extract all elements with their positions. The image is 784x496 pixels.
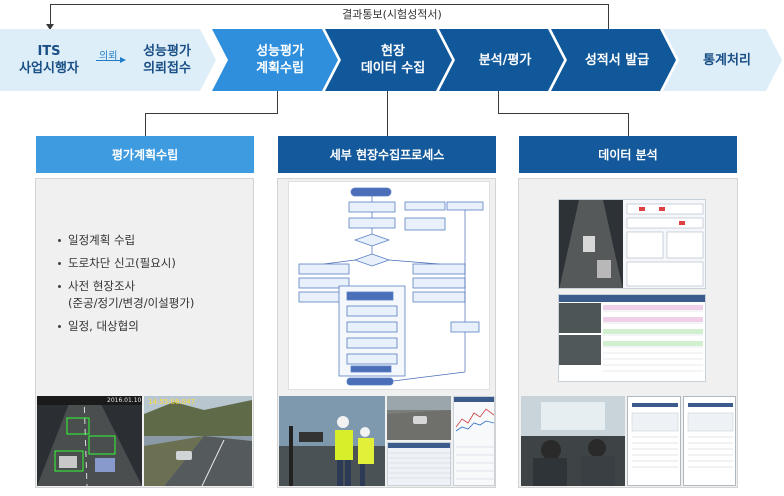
plan-item-text: 도로차단 신고(필요시) bbox=[68, 256, 176, 270]
analysis-software-top bbox=[558, 199, 706, 289]
step-request-line2: 의뢰접수 bbox=[143, 61, 191, 76]
plan-item-text: 일정, 대상협의 bbox=[68, 319, 139, 333]
photo-field-workers bbox=[279, 396, 385, 486]
step-shape-collect bbox=[325, 29, 452, 91]
report-document-2-graphic bbox=[687, 403, 734, 468]
feedback-label: 결과통보(시험성적서) bbox=[342, 8, 442, 21]
plan-item: 일정, 대상협의 bbox=[58, 318, 194, 335]
step-shape-stats bbox=[663, 29, 782, 91]
request-arrow-line bbox=[96, 60, 122, 61]
plan-item-subtext: (준공/정기/변경/이설평가) bbox=[68, 296, 195, 310]
step-its: ITS 사업시행자 bbox=[6, 29, 92, 91]
step-report-line1: 성적서 발급 bbox=[584, 52, 650, 68]
plan-item: 도로차단 신고(필요시) bbox=[58, 255, 194, 272]
photo-in-vehicle-test bbox=[521, 396, 625, 486]
photo-highway-timestamp: 14:55:08:047 bbox=[144, 396, 252, 486]
step-its-line1: ITS bbox=[37, 44, 61, 59]
step-stats: 통계처리 bbox=[679, 29, 775, 91]
process-flow bbox=[0, 29, 782, 91]
step-plan: 성능평가 계획수립 bbox=[228, 29, 332, 91]
plan-list: 일정계획 수립 도로차단 신고(필요시) 사전 현장조사 (준공/정기/변경/이설… bbox=[58, 232, 194, 341]
photo-detection-camera: 2016.01.10 bbox=[37, 396, 142, 486]
feedback-line-right bbox=[608, 4, 609, 29]
panel-header-analysis: 데이터 분석 bbox=[519, 136, 737, 173]
request-arrowhead bbox=[120, 57, 126, 63]
panel-header-plan: 평가계획수립 bbox=[36, 136, 254, 173]
report-document-1 bbox=[627, 396, 681, 486]
photo-graph-screen bbox=[453, 396, 495, 486]
step-analysis: 분석/평가 bbox=[455, 29, 555, 91]
connector-analysis-v2 bbox=[628, 113, 629, 136]
step-report: 성적서 발급 bbox=[567, 29, 667, 91]
step-its-line2: 사업시행자 bbox=[19, 61, 79, 76]
data-screen-graphic bbox=[388, 443, 450, 479]
connector-analysis-h bbox=[498, 113, 629, 114]
step-collect-line1: 현장 bbox=[381, 44, 405, 59]
connector-plan-v1 bbox=[277, 91, 278, 113]
road-detection-graphic bbox=[37, 396, 142, 486]
feedback-arrowhead bbox=[46, 24, 54, 30]
timestamp-text: 14:55:08:047 bbox=[148, 398, 196, 406]
step-collect: 현장 데이터 수집 bbox=[341, 29, 445, 91]
camera-date: 2016.01.10 bbox=[107, 397, 142, 404]
step-plan-line2: 계획수립 bbox=[256, 61, 304, 76]
plan-item-text: 일정계획 수립 bbox=[68, 233, 136, 247]
step-shape-plan bbox=[212, 29, 338, 91]
connector-plan-v2 bbox=[145, 113, 146, 136]
step-stats-line1: 통계처리 bbox=[703, 52, 751, 68]
step-request-line1: 성능평가 bbox=[143, 44, 191, 59]
in-vehicle-graphic bbox=[521, 396, 625, 486]
step-shape-request bbox=[96, 29, 216, 91]
step-analysis-line1: 분석/평가 bbox=[478, 52, 532, 68]
highway-graphic bbox=[144, 396, 252, 486]
feedback-line-top bbox=[50, 4, 609, 5]
connector-analysis-v1 bbox=[498, 91, 499, 113]
step-shape-its bbox=[0, 29, 96, 91]
report-document-2 bbox=[683, 396, 736, 486]
connector-plan-h bbox=[145, 113, 278, 114]
plan-item: 일정계획 수립 bbox=[58, 232, 194, 249]
panel-header-collect: 세부 현장수집프로세스 bbox=[278, 136, 496, 173]
photo-data-screen bbox=[387, 442, 451, 486]
step-plan-line1: 성능평가 bbox=[256, 44, 304, 59]
analysis-software-top-graphic bbox=[559, 200, 704, 288]
graph-screen-graphic bbox=[454, 397, 494, 480]
plan-item-text: 사전 현장조사 bbox=[68, 279, 136, 293]
collection-flowchart bbox=[288, 181, 490, 390]
field-workers-graphic bbox=[279, 396, 385, 486]
analysis-software-table bbox=[558, 294, 706, 382]
connector-collect-v bbox=[387, 91, 388, 136]
step-shape-analysis bbox=[439, 29, 564, 91]
photo-road-camera bbox=[387, 396, 451, 440]
flowchart-graphic bbox=[298, 187, 484, 386]
step-collect-line2: 데이터 수집 bbox=[360, 61, 426, 76]
feedback-line-left bbox=[50, 4, 51, 29]
step-request: 성능평가 의뢰접수 bbox=[128, 29, 206, 91]
report-document-1-graphic bbox=[631, 403, 679, 468]
step-shape-report bbox=[551, 29, 676, 91]
road-camera-graphic bbox=[387, 396, 451, 440]
plan-item: 사전 현장조사 (준공/정기/변경/이설평가) bbox=[58, 278, 194, 312]
request-label: 의뢰 bbox=[99, 51, 118, 62]
analysis-software-table-graphic bbox=[559, 295, 705, 372]
